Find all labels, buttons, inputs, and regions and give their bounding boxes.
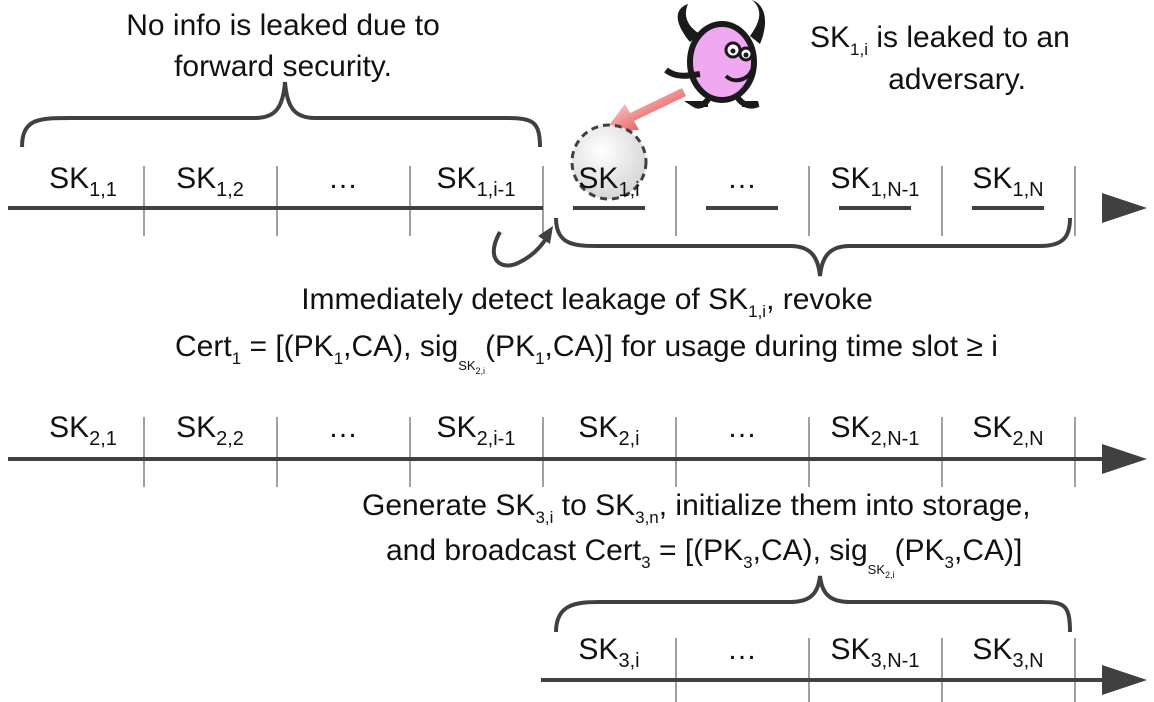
- key-label: SK2,N-1: [831, 411, 920, 450]
- red-arrow-icon: [604, 88, 686, 132]
- key-label: SK1,i: [578, 162, 639, 201]
- key-label: SK2,1: [49, 411, 117, 450]
- timelines: SK1,1 SK1,2 … SK1,i-1 SK1,i … SK1,N-1 SK1,N SK2,…: [8, 162, 1147, 702]
- devil-icon: [664, 0, 766, 109]
- key-label: SK2,2: [176, 411, 244, 450]
- key-label: SK3,i: [578, 633, 639, 672]
- forward-security-caption-2: forward security.: [174, 50, 392, 83]
- key-label: …: [328, 162, 358, 195]
- generate-caption-2: and broadcast Cert3 = [(PK3,CA), sigSK2,…: [386, 534, 1022, 580]
- timeline-2: SK2,1 SK2,2 … SK2,i-1 SK2,i … SK2,N-1 SK2,N: [8, 411, 1147, 487]
- timeline-3: SK3,i … SK3,N-1 SK3,N: [541, 633, 1147, 702]
- key-label: SK1,i-1: [437, 162, 516, 201]
- forward-security-brace: [20, 81, 542, 148]
- key-label: …: [328, 411, 358, 444]
- timeline-1: SK1,1 SK1,2 … SK1,i-1 SK1,i … SK1,N-1 SK1,N: [8, 162, 1147, 236]
- leaked-caption-1: SK1,i is leaked to an: [810, 21, 1070, 59]
- detect-caption-1: Immediately detect leakage of SK1,i, rev…: [301, 283, 873, 321]
- key-label: SK2,i-1: [437, 411, 516, 450]
- key-label: SK3,N: [972, 633, 1043, 672]
- key-label: SK2,i: [578, 411, 639, 450]
- curved-arrow-icon: [491, 226, 553, 268]
- leaked-caption-2: adversary.: [888, 63, 1026, 96]
- forward-security-caption-1: No info is leaked due to: [126, 9, 440, 42]
- key-label: SK3,N-1: [831, 633, 920, 672]
- key-label: SK1,2: [176, 162, 244, 201]
- key-label: SK1,N-1: [831, 162, 920, 201]
- key-label: …: [727, 411, 757, 444]
- key-label: SK2,N: [972, 411, 1043, 450]
- generate-caption-1: Generate SK3,i to SK3,n, initialize them…: [362, 489, 1031, 527]
- leak-range-brace: [554, 217, 1072, 277]
- timeline-arrowhead: [1102, 193, 1147, 223]
- key-label: SK1,N: [972, 162, 1043, 201]
- timeline-arrowhead: [1102, 665, 1147, 695]
- new-keys-brace: [554, 575, 1072, 633]
- key-label: SK1,1: [49, 162, 117, 201]
- timeline-arrowhead: [1102, 444, 1147, 474]
- leaked-key-circle: [570, 123, 648, 201]
- detect-caption-2: Cert1 = [(PK1,CA), sigSK2,i(PK1,CA)] for…: [175, 330, 998, 376]
- key-label: …: [727, 162, 757, 195]
- key-label: …: [727, 633, 757, 666]
